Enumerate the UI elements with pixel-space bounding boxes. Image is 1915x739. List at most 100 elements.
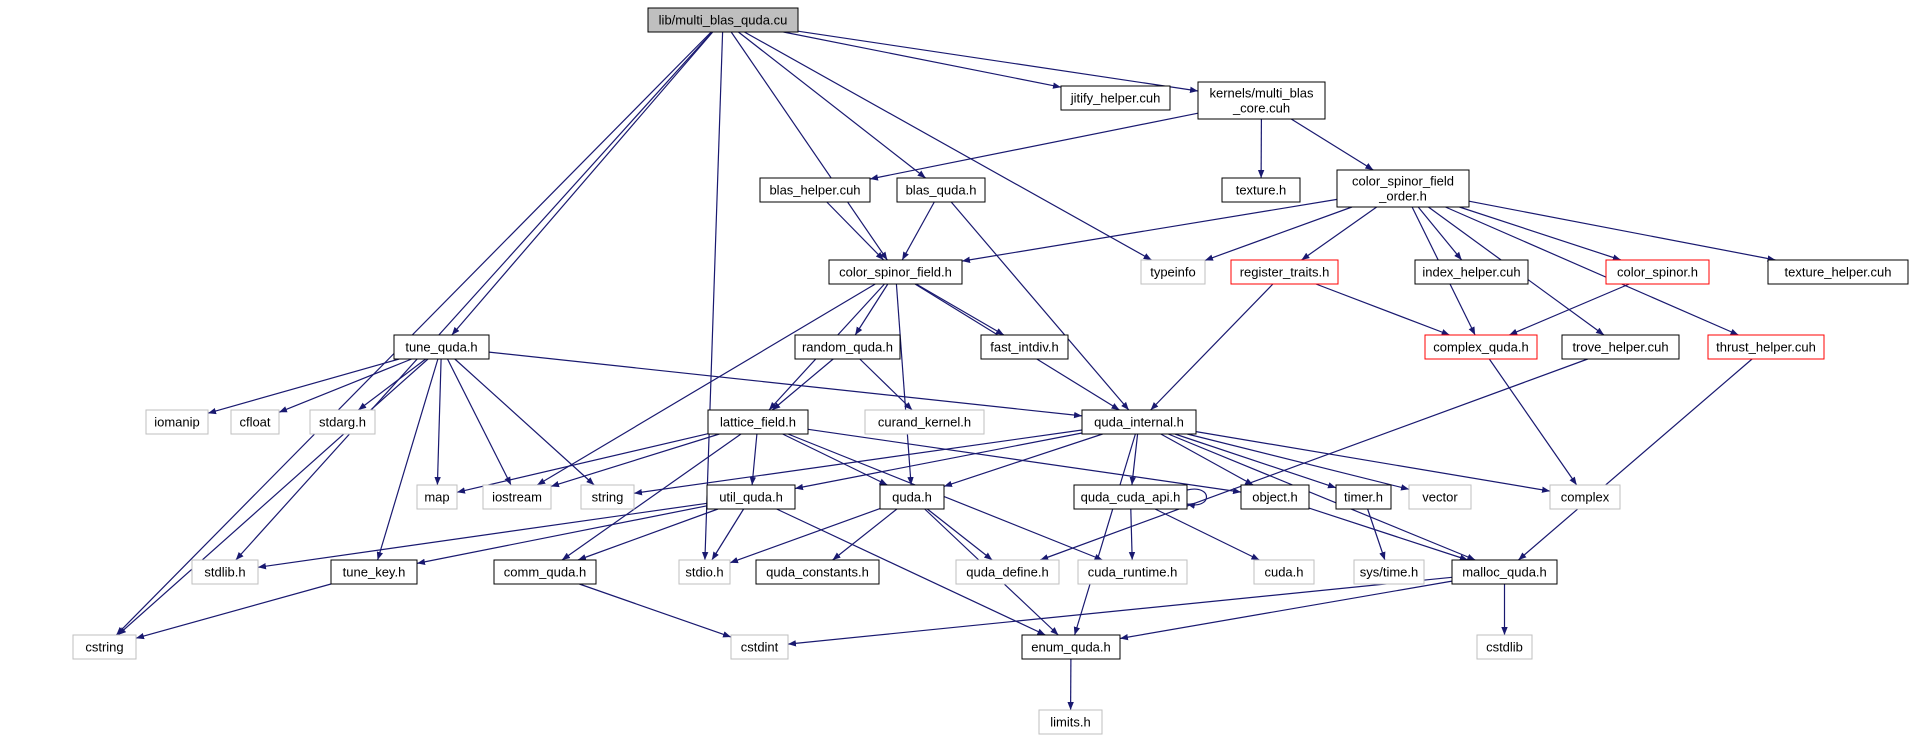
node-enum_quda[interactable]: enum_quda.h — [1021, 634, 1121, 660]
node-csfo[interactable]: color_spinor_field_order.h — [1336, 169, 1470, 208]
node-texture_h[interactable]: texture.h — [1221, 177, 1301, 203]
node-cstdlib[interactable]: cstdlib — [1476, 634, 1533, 660]
edge-root-to-jitify — [783, 31, 1062, 89]
node-box — [647, 7, 799, 33]
node-complex[interactable]: complex — [1549, 484, 1621, 510]
node-label: quda_internal.h — [1094, 415, 1184, 430]
node-blas_helper[interactable]: blas_helper.cuh — [759, 177, 871, 203]
node-label: kernels/multi_blas — [1209, 86, 1314, 101]
node-quda_h[interactable]: quda.h — [879, 484, 945, 510]
node-comm_quda[interactable]: comm_quda.h — [493, 559, 597, 585]
node-quda_define[interactable]: quda_define.h — [955, 559, 1060, 585]
node-box — [1230, 259, 1339, 285]
node-thrust[interactable]: thrust_helper.cuh — [1707, 334, 1825, 360]
edge-quda_internal-to-util_quda — [794, 432, 1083, 491]
node-complex_quda[interactable]: complex_quda.h — [1424, 334, 1538, 360]
node-stdarg[interactable]: stdarg.h — [309, 409, 376, 435]
edge-cuda_api-to-cuda_h — [1154, 508, 1260, 561]
edge-tune_quda-to-cfloat — [278, 358, 412, 413]
node-box — [1605, 259, 1710, 285]
node-label: color_spinor_field — [1352, 174, 1454, 189]
node-tune_quda[interactable]: tune_quda.h — [393, 334, 490, 360]
edge-mbc-to-csfo — [1290, 118, 1374, 171]
edge-regtraits-to-quda_internal — [1150, 283, 1274, 411]
edge-tune_key-to-cstring — [135, 583, 332, 640]
edge-quda_internal-to-cuda_api — [1129, 433, 1139, 486]
node-blas_quda[interactable]: blas_quda.h — [896, 177, 986, 203]
edge-object-to-malloc_quda — [1308, 507, 1468, 561]
node-quda_internal[interactable]: quda_internal.h — [1081, 409, 1197, 435]
node-root[interactable]: lib/multi_blas_quda.cu — [647, 7, 799, 33]
node-box — [730, 634, 789, 660]
node-timer[interactable]: timer.h — [1335, 484, 1392, 510]
node-box — [1081, 409, 1197, 435]
node-label: cuda.h — [1264, 565, 1303, 580]
node-box — [1221, 177, 1301, 203]
node-cuda_runtime[interactable]: cuda_runtime.h — [1077, 559, 1188, 585]
node-trove[interactable]: trove_helper.cuh — [1561, 334, 1680, 360]
node-texture_helper[interactable]: texture_helper.cuh — [1767, 259, 1909, 285]
node-box — [755, 559, 880, 585]
node-quda_constants[interactable]: quda_constants.h — [755, 559, 880, 585]
node-iomanip[interactable]: iomanip — [145, 409, 209, 435]
node-index_helper[interactable]: index_helper.cuh — [1414, 259, 1529, 285]
node-cstring[interactable]: cstring — [72, 634, 137, 660]
node-label: iomanip — [154, 415, 200, 430]
node-box — [393, 334, 490, 360]
node-label: stdlib.h — [204, 565, 245, 580]
edge-quda_internal-to-timer — [1174, 433, 1337, 489]
node-label: tune_quda.h — [405, 340, 477, 355]
edge-comm_quda-to-cstdint — [579, 583, 732, 638]
edge-regtraits-to-complex_quda — [1315, 283, 1450, 336]
node-label: blas_helper.cuh — [769, 183, 860, 198]
node-jitify[interactable]: jitify_helper.cuh — [1060, 85, 1171, 111]
node-util_quda[interactable]: util_quda.h — [706, 484, 796, 510]
node-systime[interactable]: sys/time.h — [1353, 559, 1425, 585]
node-iostream[interactable]: iostream — [482, 484, 552, 510]
node-map[interactable]: map — [416, 484, 458, 510]
node-cstdint[interactable]: cstdint — [730, 634, 789, 660]
node-typeinfo[interactable]: typeinfo — [1140, 259, 1206, 285]
edge-blas_quda-to-quda_internal — [950, 201, 1130, 411]
node-object[interactable]: object.h — [1240, 484, 1310, 510]
edge-csf-to-fast_intdiv — [915, 283, 1005, 336]
node-label: random_quda.h — [802, 340, 893, 355]
node-cfloat[interactable]: cfloat — [230, 409, 280, 435]
node-limits[interactable]: limits.h — [1038, 709, 1103, 735]
edge-quda_internal-to-vector — [1187, 433, 1410, 491]
node-label: lattice_field.h — [720, 415, 796, 430]
edge-lattice-to-object — [807, 428, 1242, 495]
node-csf[interactable]: color_spinor_field.h — [828, 259, 963, 285]
node-label: tune_key.h — [343, 565, 406, 580]
node-box — [864, 409, 985, 435]
edge-lattice-to-cuda_runtime — [787, 433, 1103, 561]
node-box — [1073, 484, 1188, 510]
node-lattice[interactable]: lattice_field.h — [707, 409, 809, 435]
edge-root-to-cstring — [115, 31, 712, 636]
node-cuda_api[interactable]: quda_cuda_api.h — [1073, 484, 1188, 510]
node-curand[interactable]: curand_kernel.h — [864, 409, 985, 435]
node-label: curand_kernel.h — [878, 415, 971, 430]
edge-root-to-tune_quda — [451, 31, 714, 336]
node-string[interactable]: string — [580, 484, 635, 510]
node-regtraits[interactable]: register_traits.h — [1230, 259, 1339, 285]
node-random_quda[interactable]: random_quda.h — [794, 334, 901, 360]
node-box — [1021, 634, 1121, 660]
edge-lattice-to-iostream — [550, 433, 720, 488]
edge-csfo-to-csf — [961, 198, 1338, 263]
node-cuda_h[interactable]: cuda.h — [1253, 559, 1315, 585]
node-fast_intdiv[interactable]: fast_intdiv.h — [980, 334, 1069, 360]
edge-cuda_api-to-cuda_runtime — [1128, 508, 1136, 561]
node-mbc[interactable]: kernels/multi_blas_core.cuh — [1197, 81, 1326, 120]
node-malloc_quda[interactable]: malloc_quda.h — [1451, 559, 1558, 585]
node-box — [759, 177, 871, 203]
node-stdio[interactable]: stdio.h — [678, 559, 731, 585]
edge-quda_internal-to-object — [1160, 433, 1254, 486]
node-vector[interactable]: vector — [1408, 484, 1472, 510]
node-stdlib[interactable]: stdlib.h — [191, 559, 259, 585]
node-tune_key[interactable]: tune_key.h — [330, 559, 418, 585]
edge-malloc_quda-to-enum_quda — [1119, 580, 1453, 641]
node-color_spinor[interactable]: color_spinor.h — [1605, 259, 1710, 285]
node-box — [1038, 709, 1103, 735]
